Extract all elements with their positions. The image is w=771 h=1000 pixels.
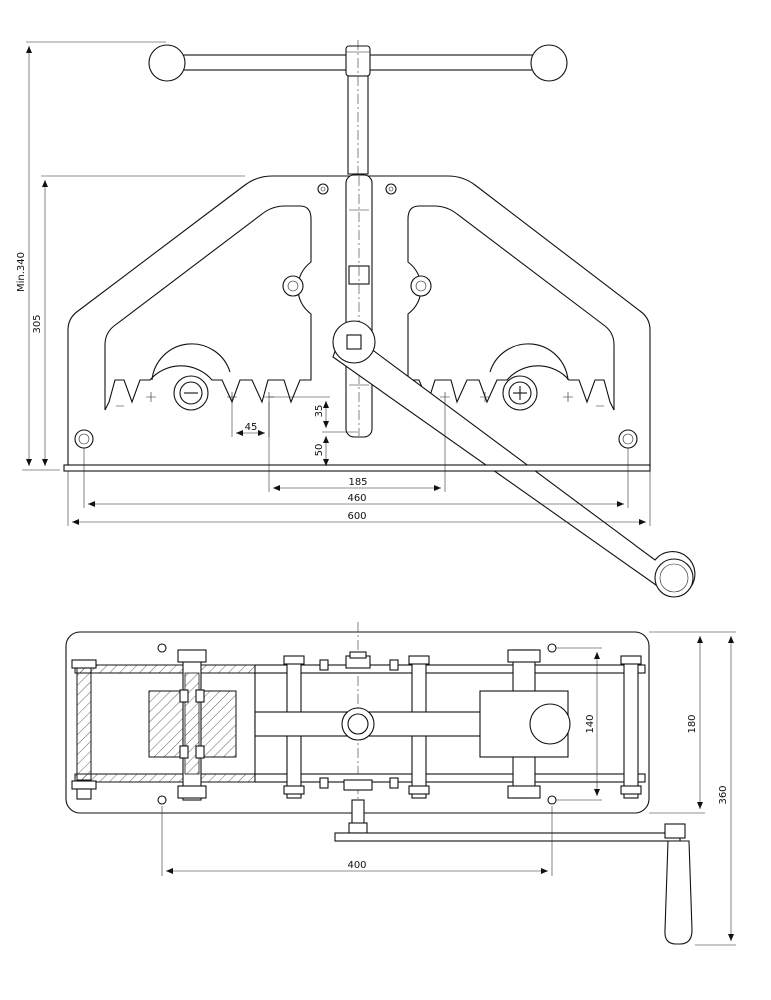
handle-knob-right — [530, 44, 568, 82]
right-roller — [502, 375, 538, 411]
handle-knob-left — [148, 44, 186, 82]
side-plate-top — [254, 664, 646, 674]
dim-185: 185 — [348, 477, 367, 488]
dim-305: 305 — [32, 314, 43, 333]
dim-180: 180 — [687, 714, 698, 733]
roller-position-marks — [116, 392, 604, 407]
dim-35: 35 — [314, 405, 325, 418]
t-handle — [148, 40, 568, 180]
side-plate-bottom — [254, 773, 646, 783]
dim-140: 140 — [585, 714, 596, 733]
top-dimensions: 140 180 360 400 — [161, 631, 736, 946]
dim-360: 360 — [718, 785, 729, 804]
front-dimensions: Min.340 305 45 35 50 185 — [16, 41, 651, 526]
front-view: Min.340 305 45 35 50 185 — [16, 40, 696, 598]
dim-min340: Min.340 — [16, 252, 27, 292]
dim-45: 45 — [245, 422, 258, 433]
top-view: 140 180 360 400 — [65, 622, 736, 946]
dim-460: 460 — [347, 493, 366, 504]
dim-400: 400 — [347, 860, 366, 871]
dim-50: 50 — [314, 444, 325, 457]
base-plate — [63, 464, 651, 472]
dim-600: 600 — [347, 511, 366, 522]
top-crank-handle — [334, 799, 693, 945]
side-plate-bottom-section — [74, 773, 256, 783]
side-plate-top-section — [74, 664, 256, 674]
left-roller — [173, 375, 209, 411]
center-slide — [345, 174, 373, 438]
